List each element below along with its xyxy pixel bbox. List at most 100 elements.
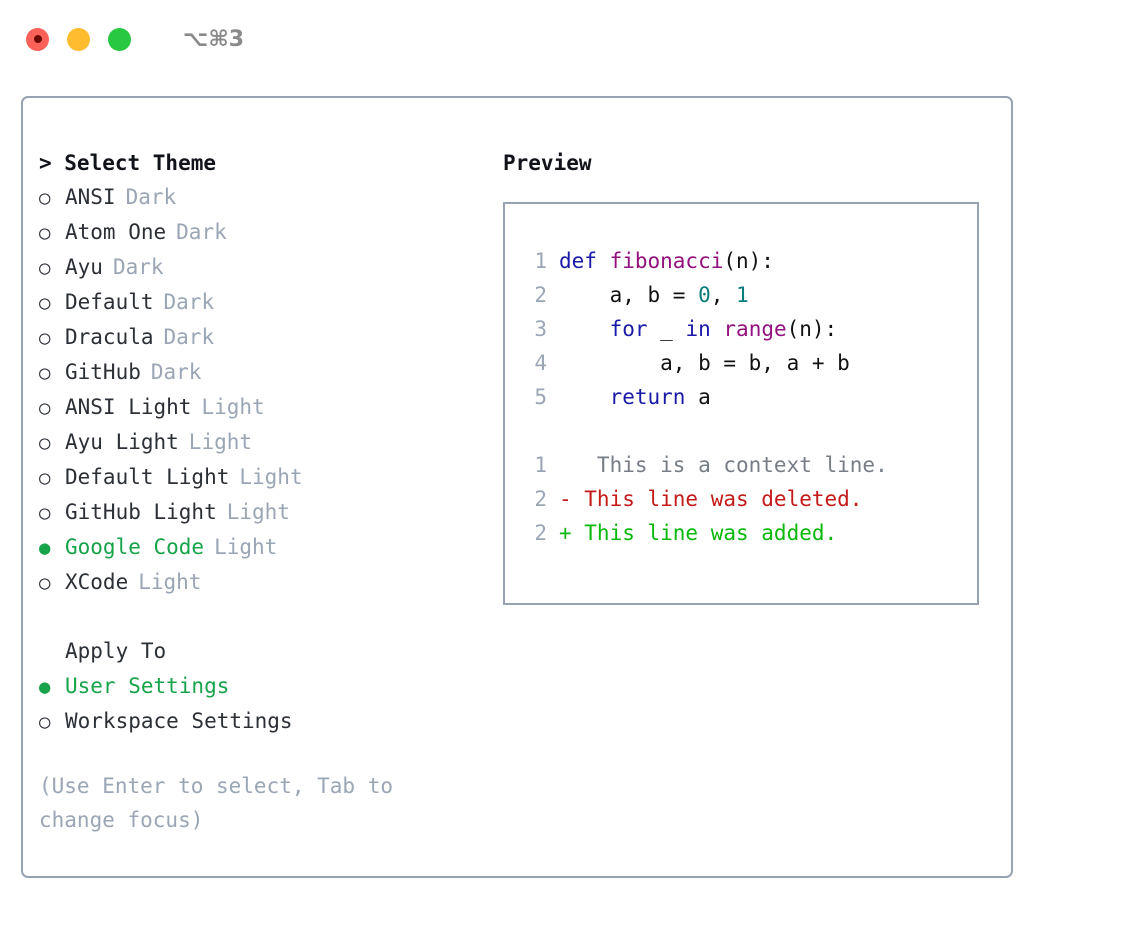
radio-unselected-icon: ○ xyxy=(39,572,51,594)
code-line: 4 a, b = b, a + b xyxy=(505,346,977,380)
radio-unselected-icon: ○ xyxy=(39,327,51,349)
theme-option-label: ANSI Light xyxy=(65,395,192,419)
keyboard-shortcut-label: ⌥⌘3 xyxy=(183,26,245,52)
theme-variant-badge: Dark xyxy=(163,325,215,349)
theme-option-label: Google Code xyxy=(65,535,205,559)
radio-unselected-icon: ○ xyxy=(39,257,51,279)
window-controls xyxy=(26,27,131,51)
radio-unselected-icon: ○ xyxy=(39,432,51,454)
code-line: 2 a, b = 0, 1 xyxy=(505,278,977,312)
code-token-plain: _ xyxy=(647,317,686,341)
theme-variant-badge: Light xyxy=(214,535,278,559)
code-token-plain xyxy=(559,317,610,341)
code-line-number: 3 xyxy=(534,317,547,341)
code-token-plain: , xyxy=(710,283,737,307)
theme-variant-badge: Light xyxy=(138,570,202,594)
theme-option-label: GitHub xyxy=(65,360,141,384)
code-line-text: return a xyxy=(559,380,711,414)
diff-line-text: + This line was added. xyxy=(559,521,838,545)
radio-unselected-icon: ○ xyxy=(39,222,51,244)
window-titlebar: ⌥⌘3 xyxy=(0,0,1140,78)
preview-header: Preview xyxy=(503,151,592,175)
theme-option-label: Default xyxy=(65,290,154,314)
code-token-fn: fibonacci xyxy=(609,249,724,273)
theme-option-label: Atom One xyxy=(65,220,167,244)
code-token-plain: a, b = xyxy=(559,283,699,307)
code-token-kw: def xyxy=(559,249,610,273)
code-token-plain: a, b = b, a + b xyxy=(559,351,850,375)
code-token-fn: range xyxy=(723,317,787,341)
code-line-number: 4 xyxy=(534,351,547,375)
keyboard-hint-text: (Use Enter to select, Tab to change focu… xyxy=(39,774,394,832)
code-token-num: 0 xyxy=(698,283,711,307)
code-line-text: a, b = b, a + b xyxy=(559,346,850,380)
diff-line-text: - This line was deleted. xyxy=(559,487,863,511)
theme-option-label: Ayu xyxy=(65,255,103,279)
code-diff-gap xyxy=(505,414,977,448)
radio-unselected-icon: ○ xyxy=(39,711,51,733)
close-button[interactable] xyxy=(26,27,49,51)
radio-unselected-icon: ○ xyxy=(39,187,51,209)
code-token-kw: in xyxy=(685,317,711,341)
code-token-plain: a xyxy=(685,385,711,409)
theme-option-ayu[interactable]: ○ Ayu Dark xyxy=(39,250,489,285)
diff-sample: 1 This is a context line. 2 - This line wa… xyxy=(505,448,977,550)
radio-selected-icon: ● xyxy=(39,676,51,698)
apply-to-option-user-settings[interactable]: ● User Settings xyxy=(39,669,489,704)
code-line-number: 2 xyxy=(534,283,547,307)
radio-unselected-icon: ○ xyxy=(39,502,51,524)
code-token-plain xyxy=(711,317,724,341)
diff-line-number: 1 xyxy=(534,453,547,477)
code-line: 3 for _ in range(n): xyxy=(505,312,977,346)
theme-option-google-code[interactable]: ● Google Code Light xyxy=(39,530,489,565)
diff-line-context: 1 This is a context line. xyxy=(505,448,977,482)
theme-variant-badge: Light xyxy=(239,465,303,489)
apply-to-header-label: Apply To xyxy=(65,639,167,663)
code-line-text: for _ in range(n): xyxy=(559,312,838,346)
minimize-button[interactable] xyxy=(67,27,90,51)
diff-line-added: 2 + This line was added. xyxy=(505,516,977,550)
maximize-button[interactable] xyxy=(108,27,131,51)
theme-option-xcode[interactable]: ○ XCode Light xyxy=(39,565,489,600)
code-token-plain: (n): xyxy=(786,317,838,341)
theme-option-github[interactable]: ○ GitHub Dark xyxy=(39,355,489,390)
code-line-text: a, b = 0, 1 xyxy=(559,278,749,312)
code-line-number: 1 xyxy=(534,249,547,273)
theme-variant-badge: Light xyxy=(226,500,290,524)
apply-to-option-label: User Settings xyxy=(65,674,230,698)
radio-selected-icon: ● xyxy=(39,537,51,559)
code-line-text: def fibonacci(n): xyxy=(559,244,774,278)
code-token-plain xyxy=(559,385,610,409)
radio-unselected-icon: ○ xyxy=(39,362,51,384)
diff-line-deleted: 2 - This line was deleted. xyxy=(505,482,977,516)
code-line: 5 return a xyxy=(505,380,977,414)
code-token-kw: for xyxy=(609,317,648,341)
apply-to-option-workspace-settings[interactable]: ○Workspace Settings xyxy=(39,704,489,739)
theme-option-label: XCode xyxy=(65,570,129,594)
diff-line-text: This is a context line. xyxy=(559,453,888,477)
theme-variant-badge: Dark xyxy=(112,255,164,279)
diff-line-number: 2 xyxy=(534,521,547,545)
select-theme-header: > Select Theme xyxy=(39,151,217,175)
apply-to-header-marker: ○ xyxy=(39,635,65,669)
radio-unselected-icon: ○ xyxy=(39,397,51,419)
radio-unselected-icon: ○ xyxy=(39,467,51,489)
theme-option-label: Ayu Light xyxy=(65,430,179,454)
diff-line-number: 2 xyxy=(534,487,547,511)
list-spacer xyxy=(39,600,489,634)
radio-unselected-icon: ○ xyxy=(39,292,51,314)
theme-variant-badge: Dark xyxy=(150,360,202,384)
